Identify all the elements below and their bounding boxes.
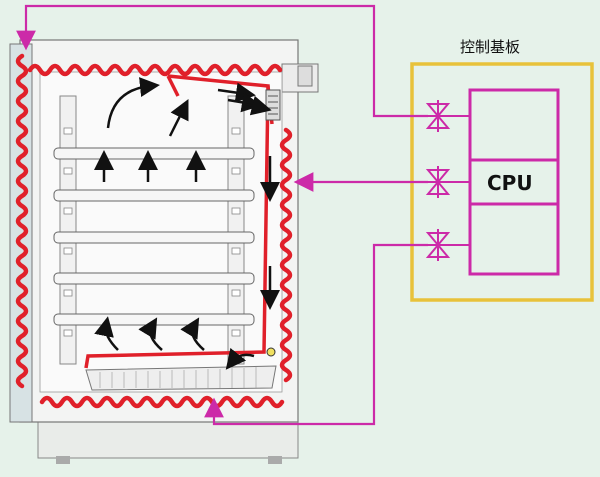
shelf xyxy=(53,272,255,285)
shelf xyxy=(53,147,255,160)
duct-flow-arrows xyxy=(245,95,272,116)
fan-icon xyxy=(265,89,281,121)
wire-bottom-heater xyxy=(204,243,428,426)
wire-top-heater xyxy=(16,4,428,118)
bottom-tray xyxy=(85,365,277,391)
control-wires xyxy=(16,4,428,426)
cabinet xyxy=(9,39,319,464)
shelf xyxy=(53,189,255,202)
rail-slots xyxy=(63,127,241,337)
control-board-title: 控制基板 xyxy=(460,38,520,56)
sensor-icon xyxy=(266,347,276,357)
rail-left xyxy=(59,95,77,365)
cpu-label: CPU xyxy=(487,171,533,195)
airflow-arrow-icon xyxy=(94,77,280,370)
shelf xyxy=(53,313,255,326)
fan-housing-inner xyxy=(297,65,313,87)
shelf xyxy=(53,231,255,244)
foot-left xyxy=(56,456,70,464)
heater-coil-icon xyxy=(15,53,293,409)
tray-ribs xyxy=(99,367,257,388)
triac-icon xyxy=(425,100,470,261)
cabinet-base xyxy=(37,419,299,459)
foot-right xyxy=(268,456,282,464)
